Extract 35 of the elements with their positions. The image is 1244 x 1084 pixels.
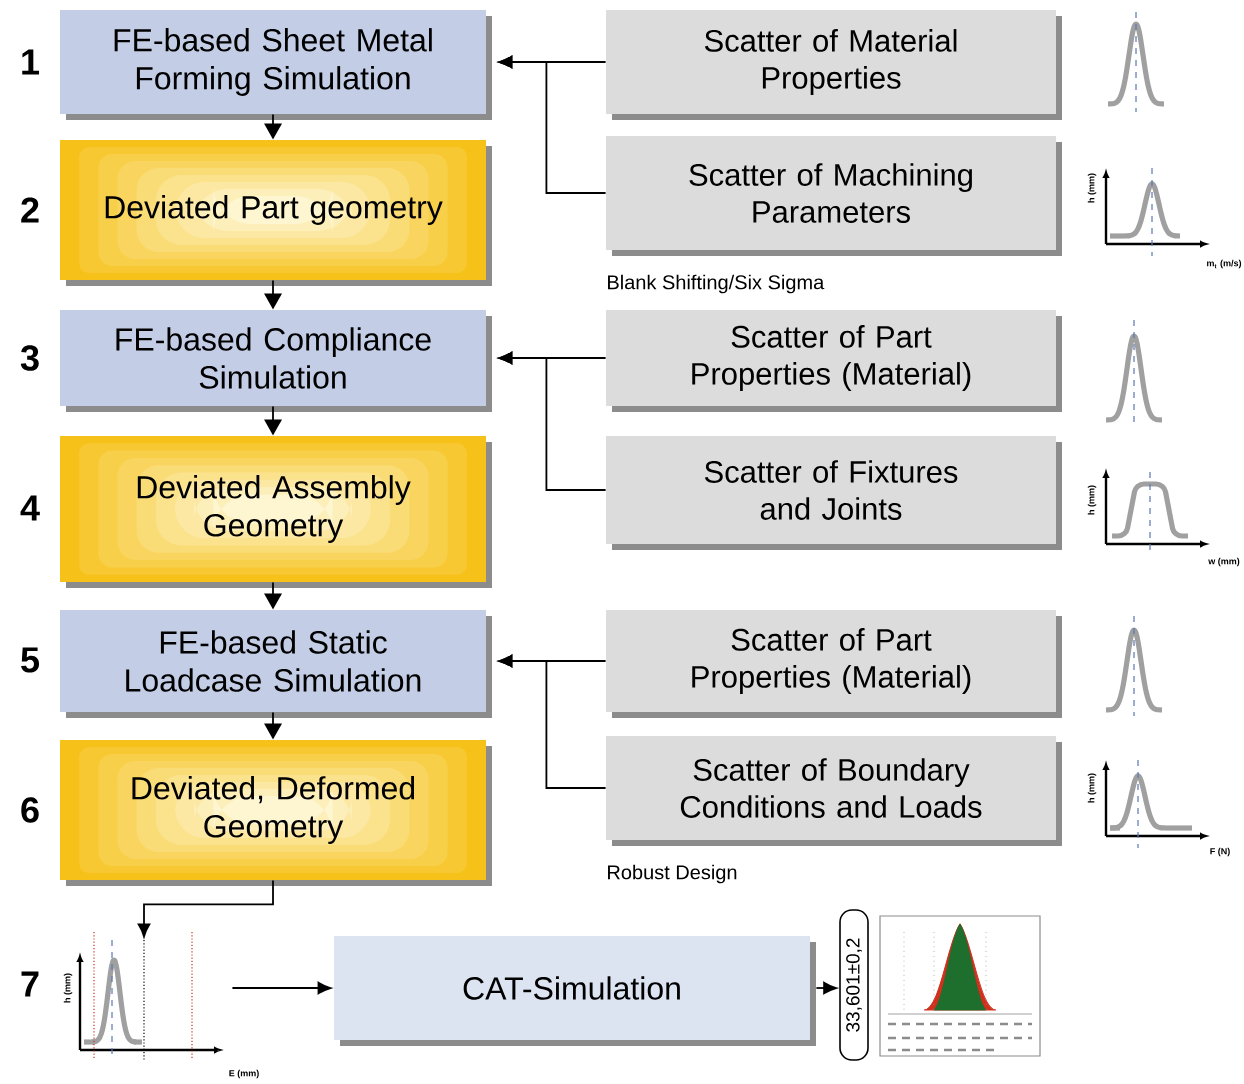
arrow [264,581,282,610]
arrow [264,405,282,436]
result-value-box: 33,601±0,2 [839,909,869,1061]
arrow [815,981,837,995]
step-number: 4 [20,495,40,521]
arrow [264,113,282,140]
distribution-plot-drawing [77,931,221,1061]
arrow [231,981,332,995]
process-box: FE-based Static Loadcase Simulation [60,610,492,718]
note-text: Blank Shifting/Six Sigma [608,274,825,294]
step-number: 2 [21,197,39,223]
arrow [498,351,607,491]
input-box: Scatter of Part Properties (Material) [606,310,1062,412]
step-number: 3 [20,345,39,371]
result-box: Deviated Assembly Geometry [60,436,492,588]
input-box: Scatter of Fixtures and Joints [606,436,1062,550]
arrow [137,879,274,938]
step-number: 6 [21,797,39,823]
step-number: 7 [21,971,39,997]
process-box: CAT-Simulation [334,936,816,1046]
arrow [498,55,607,194]
step-number: 5 [21,647,40,673]
input-box: Scatter of Boundary Conditions and Loads [606,736,1062,846]
input-box: Scatter of Machining Parameters [606,136,1062,256]
arrow [498,654,607,789]
input-box: Scatter of Part Properties (Material) [606,610,1062,718]
process-box: FE-based Sheet Metal Forming Simulation [60,10,492,120]
process-box: FE-based Compliance Simulation [60,310,492,412]
result-box: Deviated Part geometry [60,140,492,286]
note-text: Robust Design [608,864,737,884]
arrow [264,711,282,740]
step-number: 1 [22,49,40,75]
result-box: Deviated, Deformed Geometry [60,740,492,886]
arrow [264,279,282,310]
input-box: Scatter of Material Properties [606,10,1062,120]
